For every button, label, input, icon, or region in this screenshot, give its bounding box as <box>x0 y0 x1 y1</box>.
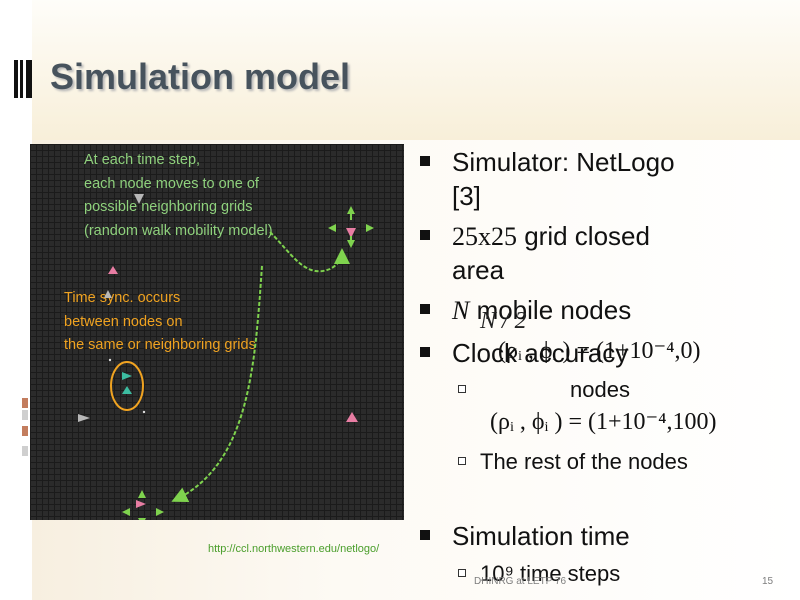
sync-group-ellipse <box>110 361 144 411</box>
annotation-line: (random walk mobility model) <box>84 222 273 239</box>
bullet-list: Simulator: NetLogo [3] 25x25 grid closed… <box>420 0 800 600</box>
bullet-text: Simulator: NetLogo <box>452 147 675 177</box>
annotation-line: each node moves to one of <box>84 175 259 192</box>
callout-arrow <box>171 265 263 503</box>
annotation-line: between nodes on <box>64 313 183 330</box>
node-pink <box>346 412 358 422</box>
formula-top: (ρᵢ , ϕᵢ ) = (1+10⁻⁴,0) <box>498 338 701 364</box>
bullet-square-icon <box>420 530 430 540</box>
node-gray <box>78 414 90 422</box>
formula-bottom: (ρᵢ , ϕᵢ ) = (1+10⁻⁴,100) <box>490 409 717 435</box>
annotation-line: possible neighboring grids <box>84 199 253 215</box>
bullet-text: Simulation time <box>452 521 630 551</box>
bullet-text: grid closed <box>517 221 650 251</box>
mobility-annotation: At each time step, each node moves to on… <box>84 149 273 243</box>
nodes-variable: N <box>452 296 470 325</box>
bullet-text: [3] <box>452 181 481 211</box>
left-decoration <box>22 446 28 456</box>
sub-bullet-text: nodes <box>570 377 630 402</box>
callout-arrow <box>269 231 350 273</box>
page-number: 15 <box>762 576 774 587</box>
grid-size: 25x25 <box>452 222 517 251</box>
node-teal <box>122 386 132 394</box>
simulation-overlay <box>78 194 374 520</box>
left-decoration <box>22 410 28 420</box>
annotation-line: Time sync. occurs <box>64 290 181 306</box>
dot <box>142 410 146 414</box>
formula-n-half: N / 2 <box>480 308 527 334</box>
bullet-square-icon <box>420 230 430 240</box>
annotation-line: At each time step, <box>84 152 201 168</box>
node-with-moves-bottom <box>122 490 164 520</box>
node-gray <box>134 194 144 204</box>
bullet-text: Clock accuracy <box>452 338 629 368</box>
sub-bullet-icon <box>458 457 466 465</box>
footer-text: DHINRG at LETP 76 <box>474 576 567 587</box>
title-accent-bars <box>0 60 40 98</box>
node-pink <box>108 266 118 274</box>
sub-bullet-icon <box>458 569 466 577</box>
bullet-square-icon <box>420 347 430 357</box>
node-teal <box>122 372 132 380</box>
left-decoration <box>22 426 28 436</box>
node-with-moves-top <box>328 206 374 248</box>
netlogo-link[interactable]: http://ccl.northwestern.edu/netlogo/ <box>208 543 380 555</box>
bullet-text: mobile nodes <box>469 295 632 325</box>
left-decoration <box>22 398 28 408</box>
bullet-text: area <box>452 255 505 285</box>
title-background <box>0 0 800 140</box>
left-margin <box>0 0 32 600</box>
netlogo-simulation-view: At each time step, each node moves to on… <box>30 144 404 520</box>
slide-title: Simulation model <box>50 56 351 97</box>
bullet-square-icon <box>420 156 430 166</box>
sub-bullet-text: The rest of the nodes <box>480 449 688 474</box>
dot <box>108 358 112 362</box>
annotation-line: the same or neighboring grids <box>64 337 256 353</box>
node-gray <box>104 290 112 298</box>
bullet-square-icon <box>420 304 430 314</box>
sync-annotation: Time sync. occurs between nodes on the s… <box>64 287 256 358</box>
sub-bullet-icon <box>458 385 466 393</box>
sub-bullet-text: 10⁹ time steps <box>480 561 621 586</box>
